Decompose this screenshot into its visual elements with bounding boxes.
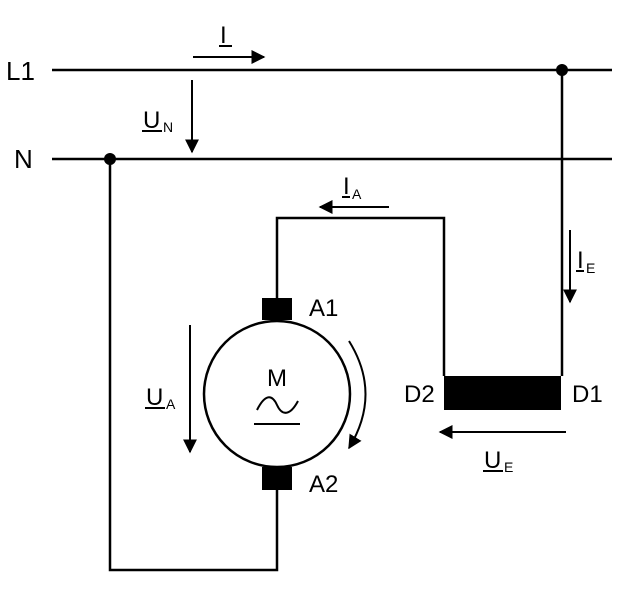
svg-text:N: N	[163, 119, 173, 135]
terminal-d2: D2	[404, 381, 435, 408]
svg-text:I: I	[343, 173, 350, 200]
terminal-a1: A1	[309, 295, 338, 322]
terminal-d1: D1	[572, 381, 603, 408]
label-ia: I A	[342, 173, 362, 202]
l1-label: L1	[6, 56, 35, 86]
svg-text:A: A	[166, 396, 176, 412]
svg-text:I: I	[577, 247, 584, 274]
motor-circle	[202, 319, 352, 469]
motor-symbol: M	[267, 365, 287, 392]
n-label: N	[14, 144, 33, 174]
svg-text:I: I	[220, 22, 227, 49]
field-winding	[444, 376, 561, 410]
label-i: I	[219, 22, 232, 49]
brush-a2	[262, 467, 292, 490]
svg-text:U: U	[146, 384, 163, 411]
label-ue: U E	[483, 447, 513, 475]
brush-a1	[262, 298, 292, 320]
label-ie: I E	[576, 247, 595, 276]
svg-text:U: U	[143, 107, 160, 134]
rotation-arrow-icon	[348, 340, 367, 450]
label-un: U N	[142, 107, 173, 135]
return-wire	[108, 159, 279, 572]
svg-text:U: U	[484, 447, 501, 474]
svg-text:A: A	[352, 186, 362, 202]
svg-text:E: E	[586, 260, 595, 276]
terminal-a2: A2	[309, 471, 338, 498]
ac-symbol-icon	[256, 396, 299, 414]
label-ua: U A	[145, 384, 176, 412]
armature-wire	[275, 216, 446, 376]
svg-text:E: E	[504, 459, 513, 475]
